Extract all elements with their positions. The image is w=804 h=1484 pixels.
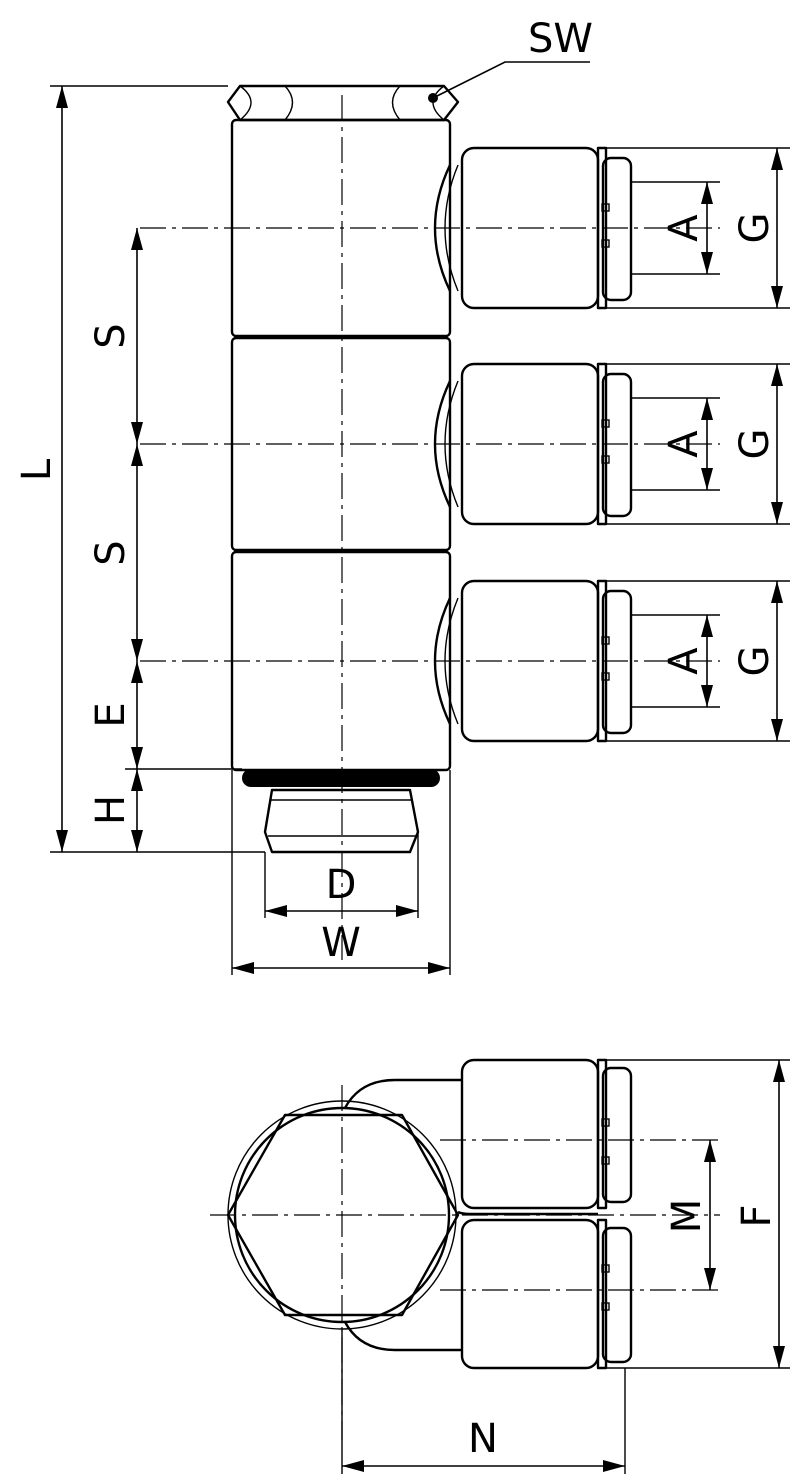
center-lines-front (140, 95, 720, 960)
label-s-bottom: S (88, 540, 134, 565)
manifold-body (230, 118, 452, 772)
port-3 (433, 579, 790, 743)
port-1 (433, 146, 790, 310)
label-m: M (664, 1199, 710, 1234)
label-f: F (734, 1204, 780, 1227)
label-h: H (88, 795, 134, 825)
hex-nut-top-view (226, 1113, 460, 1317)
label-s-top: S (88, 323, 134, 348)
dimension-lines-top (341, 1059, 790, 1474)
label-w: W (321, 920, 361, 966)
label-a-port3: A (661, 647, 707, 675)
bottom-thread (242, 769, 440, 854)
dimension-lines-front (50, 61, 783, 975)
label-a-port2: A (661, 430, 707, 458)
top-view (210, 1058, 720, 1440)
label-n: N (468, 1416, 498, 1462)
label-g-port2: G (732, 429, 778, 460)
label-a-port1: A (661, 214, 707, 242)
dimension-labels: SW L S S E H D W A A A G G G M F N (14, 16, 780, 1462)
body-circle (233, 1106, 451, 1324)
label-sw: SW (528, 16, 593, 62)
label-l: L (14, 458, 60, 481)
label-g-port3: G (732, 646, 778, 677)
port-2 (433, 362, 790, 526)
hex-nut-top (226, 84, 460, 122)
label-g-port1: G (732, 213, 778, 244)
label-d: D (326, 862, 357, 908)
o-ring-seal (242, 769, 440, 787)
label-e: E (88, 702, 134, 727)
